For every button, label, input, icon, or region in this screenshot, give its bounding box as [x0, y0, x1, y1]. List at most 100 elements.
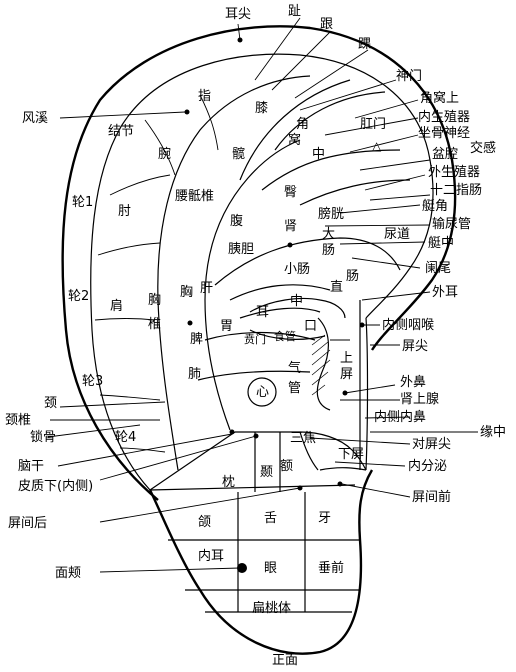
label-jiaogan: 交感 — [470, 140, 496, 156]
label-shuniaoguan: 输尿管 — [432, 216, 471, 232]
label-tun: 臀 — [284, 185, 297, 200]
label-huai: 踝 — [358, 37, 371, 52]
label-suogu: 锁骨 — [30, 429, 56, 445]
label-chang2: 肠 — [346, 269, 359, 284]
label-yuanzhong: 缘中 — [480, 425, 506, 440]
label-ping: 屏 — [340, 367, 353, 382]
label-zhen: 枕 — [222, 475, 235, 490]
label-shang: 上 — [340, 351, 353, 366]
label-ganmen: 肛门 — [360, 117, 386, 132]
label-jingzhui: 颈椎 — [5, 413, 31, 428]
label-zhi: 趾 — [288, 4, 301, 19]
label-neier: 内耳 — [198, 548, 224, 564]
label-waibi: 外鼻 — [400, 374, 426, 390]
label-jiaowoshang: 角窝上 — [420, 90, 459, 106]
label-she: 舌 — [264, 511, 277, 526]
label-wan: 腕 — [158, 146, 171, 162]
label-guan: 管 — [288, 381, 301, 396]
label-jian: 肩 — [110, 298, 123, 314]
label-shenmen: 神门 — [396, 69, 422, 84]
label-waier: 外耳 — [432, 285, 458, 300]
label-fu: 腹 — [230, 213, 243, 229]
label-ya: 牙 — [318, 511, 331, 526]
label-yidan: 胰胆 — [228, 242, 254, 257]
label-er: 耳 — [256, 305, 269, 320]
label-gan: 肝 — [200, 281, 213, 296]
label-pingjianhou: 屏间后 — [8, 516, 47, 531]
label-zhi3: 直 — [330, 280, 343, 295]
label-tingjiao: 艇角 — [422, 199, 448, 214]
label-jing: 颈 — [44, 396, 57, 411]
label-naogan: 脑干 — [18, 459, 44, 474]
label-pingjian: 屏尖 — [402, 339, 428, 354]
label-wo: 窝 — [288, 132, 301, 148]
label-zhong: 中 — [312, 147, 325, 162]
label-xiaping: 下屏 — [338, 447, 364, 462]
label-kou: 口 — [304, 319, 317, 334]
label-jiejie: 结节 — [108, 124, 134, 139]
label-he: 颌 — [198, 515, 211, 530]
label-zhong2: 中 — [290, 294, 303, 309]
label-lun1: 轮1 — [72, 195, 93, 210]
label-neifenmi: 内分泌 — [408, 458, 447, 474]
label-sanjiao: 三焦 — [290, 431, 316, 446]
label-zhengmian: 正面 — [272, 653, 298, 668]
label-lun2: 轮2 — [68, 289, 89, 304]
label-lun4: 轮4 — [115, 430, 136, 445]
label-shierzhichang: 十二指肠 — [430, 183, 482, 198]
label-tingzhong: 艇中 — [428, 236, 454, 251]
label-biantaoti: 扁桃体 — [252, 601, 291, 616]
label-triangle: △ — [372, 139, 382, 153]
ear-internal-lines — [94, 75, 411, 613]
label-neicenebi: 内侧内鼻 — [374, 409, 426, 425]
label-shen: 肾 — [284, 219, 297, 234]
label-fengxi: 风溪 — [22, 111, 48, 126]
label-erjian: 耳尖 — [225, 7, 251, 22]
label-neishengzhiqi: 内生殖器 — [418, 109, 470, 125]
label-pi: 脾 — [190, 332, 203, 347]
label-penqiang: 盆腔 — [432, 147, 458, 162]
label-xin: 心 — [256, 385, 269, 400]
ear-outline — [61, 25, 457, 655]
label-zhou: 肘 — [118, 204, 131, 219]
label-zuogushenjing: 坐骨神经 — [418, 126, 470, 141]
label-gen: 跟 — [320, 17, 333, 32]
label-nie: 颞 — [260, 465, 273, 480]
label-kuan: 髋 — [232, 146, 245, 162]
label-niaodao: 尿道 — [384, 227, 410, 242]
label-zhi2: 指 — [198, 89, 211, 104]
label-xiongzhui-a: 胸 — [148, 293, 161, 308]
label-e: 额 — [280, 459, 293, 474]
label-pangguang: 膀胱 — [318, 206, 344, 222]
label-fei: 肺 — [188, 367, 201, 382]
external-labels: 耳尖 趾 跟 踝 神门 角窝上 内生殖器 坐骨神经 交感 盆腔 外生殖器 十二指… — [5, 4, 506, 668]
label-chuiqian: 垂前 — [318, 560, 344, 576]
label-xiaochang: 小肠 — [284, 262, 310, 277]
label-xi: 膝 — [255, 101, 268, 116]
internal-labels: 指 膝 角 窝 中 肛门 △ 结节 腕 髋 肘 腰骶椎 臀 腹 肾 膀胱 大 肠… — [108, 89, 410, 616]
label-wei: 胃 — [220, 319, 233, 334]
label-chang: 肠 — [322, 243, 335, 258]
label-neicexianhou: 内侧咽喉 — [382, 317, 434, 333]
label-yaodizhui: 腰骶椎 — [175, 189, 214, 204]
label-xiongzhui-b: 椎 — [148, 317, 161, 332]
label-xiong: 胸 — [180, 285, 193, 300]
label-shiguan: 食管 — [274, 329, 296, 343]
label-pingjianqian: 屏间前 — [412, 489, 451, 505]
label-qi: 气 — [288, 360, 301, 376]
label-waishengzhiqi: 外生殖器 — [428, 164, 480, 180]
label-lanwei: 阑尾 — [425, 261, 451, 276]
label-lun3: 轮3 — [82, 374, 103, 389]
label-yan: 眼 — [264, 561, 277, 576]
acupoint-dots — [184, 37, 365, 573]
label-pizhixia: 皮质下(内侧) — [18, 478, 93, 494]
leader-lines — [47, 17, 478, 573]
label-mianjia: 面颊 — [55, 566, 81, 581]
label-jiao: 角 — [296, 117, 309, 132]
label-shenshangxian: 肾上腺 — [400, 392, 439, 407]
label-benmen: 贲门 — [244, 332, 266, 346]
mianjia-point-marker — [237, 563, 247, 573]
label-duipingjian: 对屏尖 — [412, 437, 451, 452]
label-da: 大 — [322, 227, 335, 242]
